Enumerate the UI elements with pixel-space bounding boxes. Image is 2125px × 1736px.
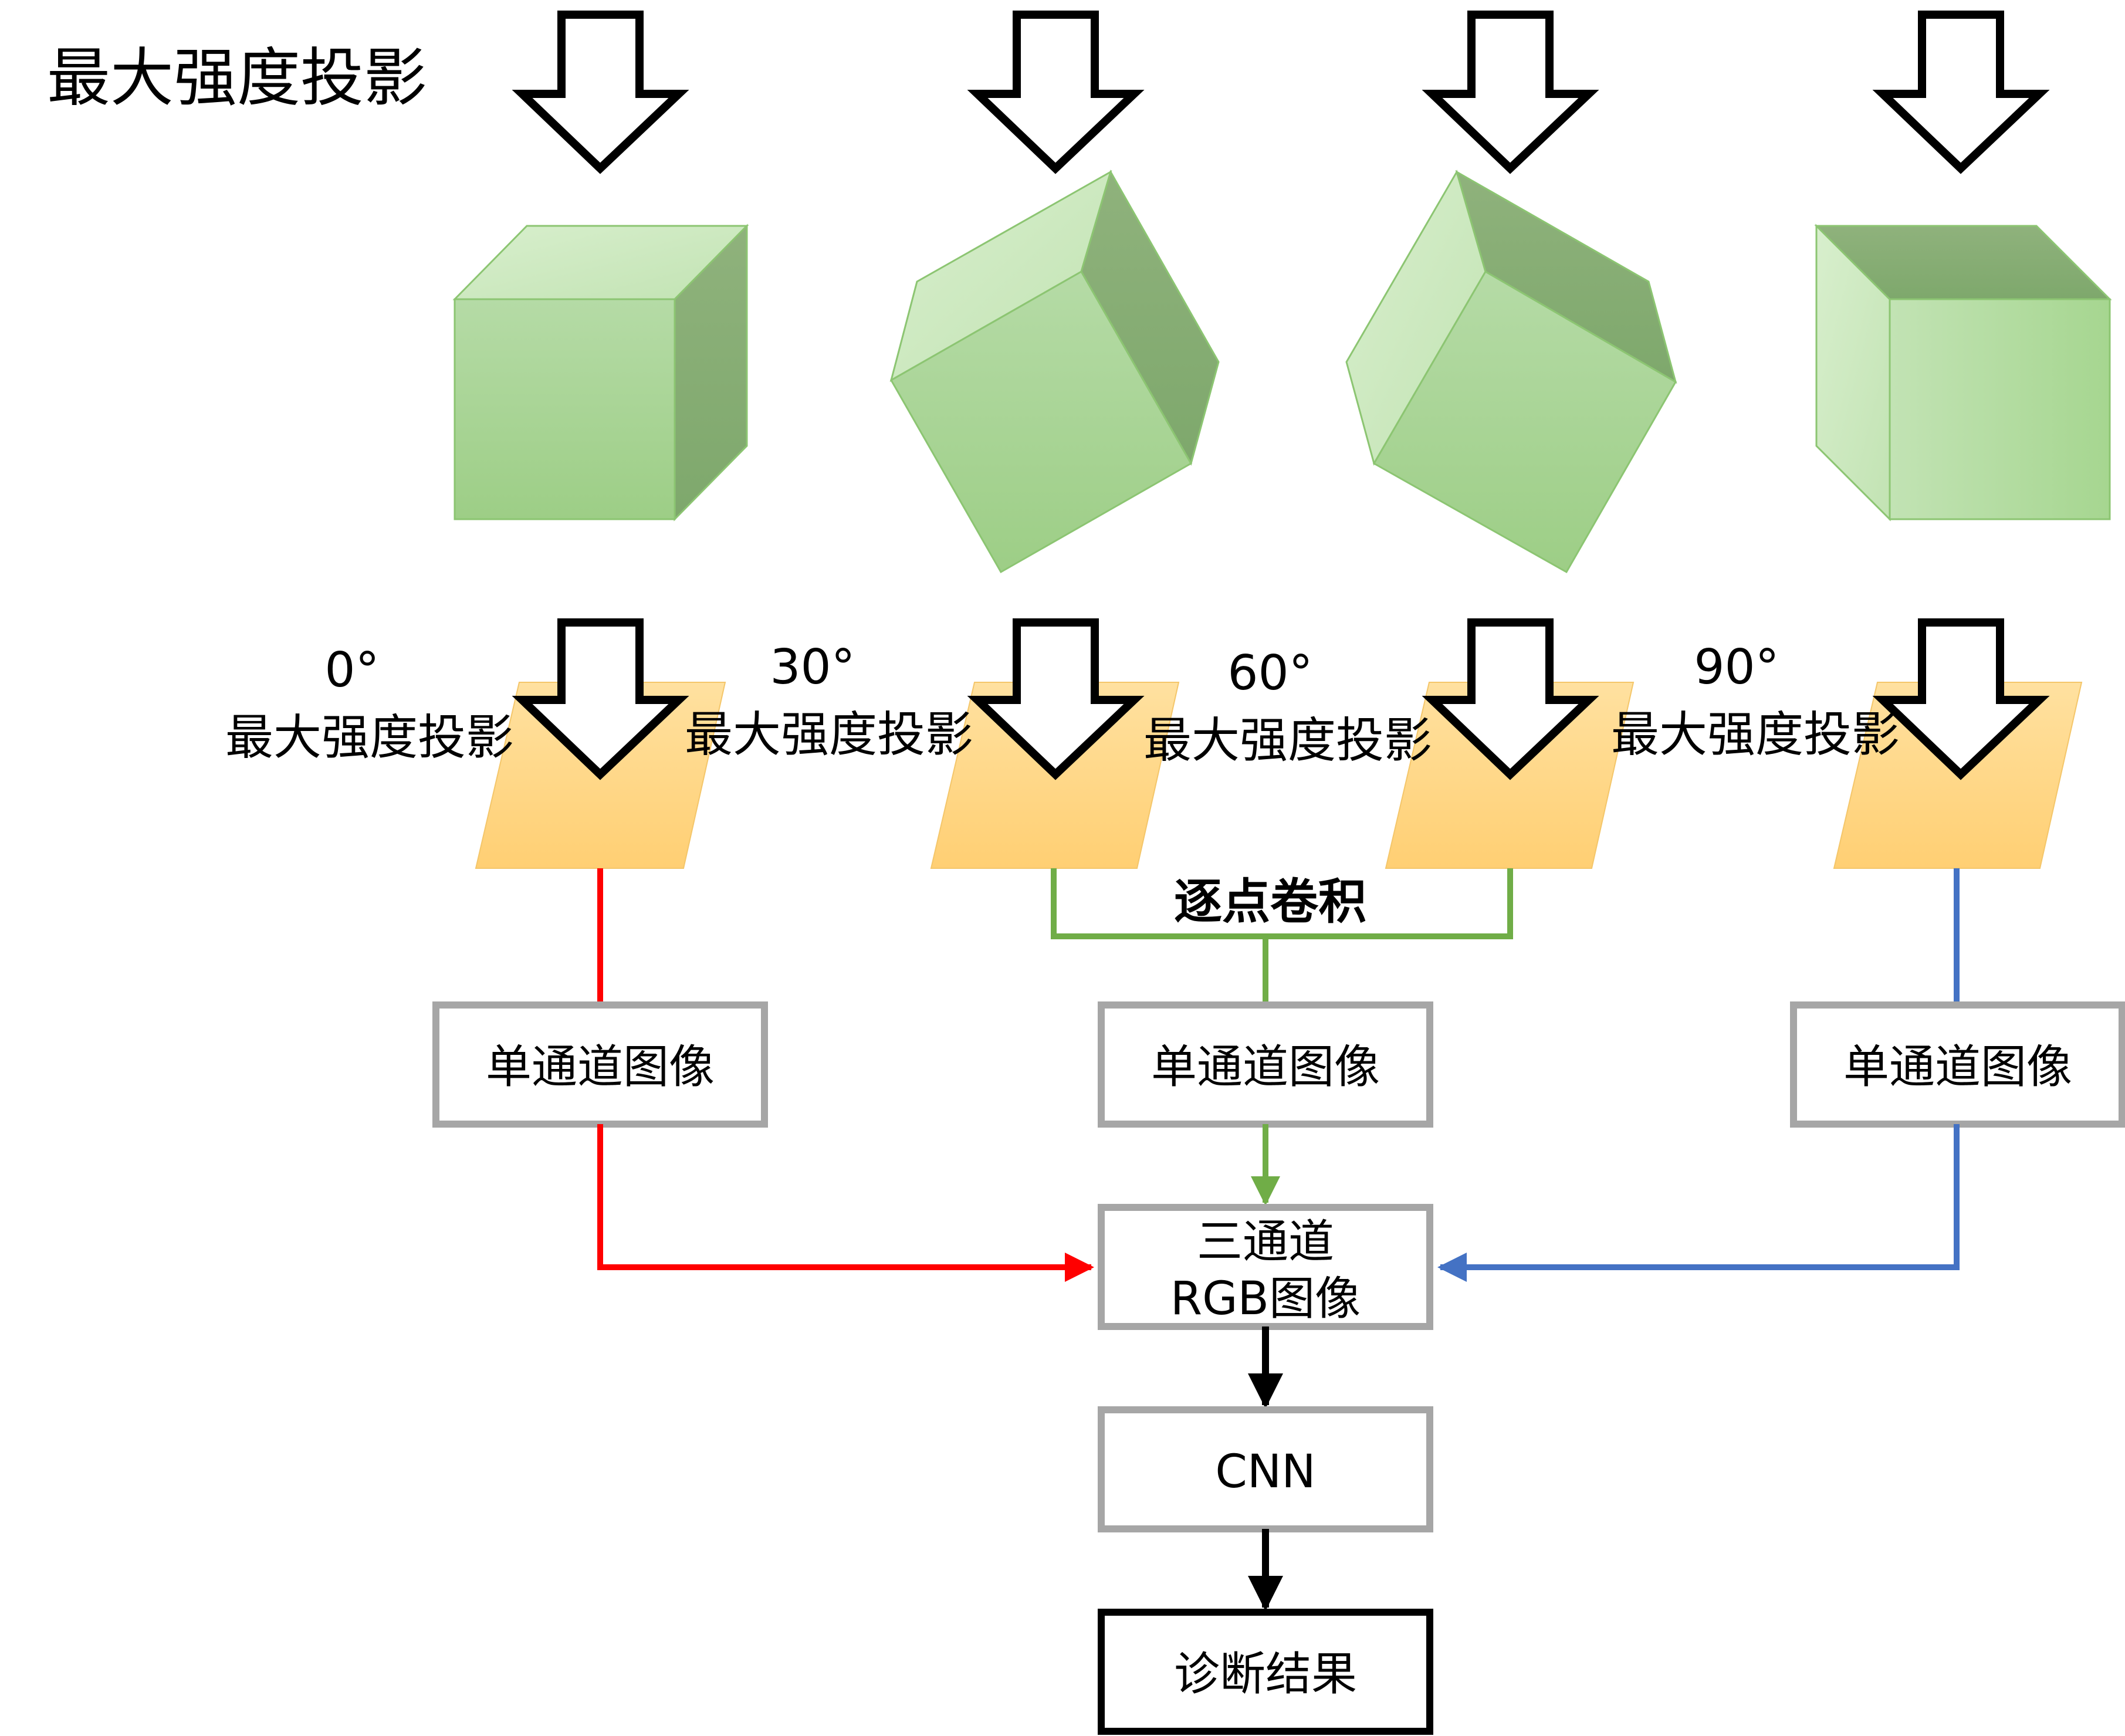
- title-text: 最大强度投影: [47, 42, 427, 115]
- cube-30-deg: [889, 170, 1220, 574]
- projection-arrow-mid-1: [512, 618, 689, 780]
- projection-arrow-top-3: [1422, 11, 1599, 174]
- angle-label-60: 60°: [1227, 645, 1312, 701]
- green-connector-merge: [1051, 868, 1513, 939]
- single-channel-box-center: [1098, 1001, 1433, 1128]
- single-channel-label-center: 单通道图像: [1151, 1041, 1380, 1094]
- projection-label-60: 最大强度投影: [1143, 713, 1432, 769]
- cnn-label: CNN: [1215, 1446, 1315, 1498]
- single-channel-label-right: 单通道图像: [1843, 1041, 2072, 1094]
- projection-arrow-top-1: [512, 11, 689, 174]
- diagnosis-result-label: 诊断结果: [1174, 1648, 1357, 1701]
- projection-arrow-top-4: [1872, 11, 2050, 174]
- angle-label-90: 90°: [1694, 639, 1779, 695]
- angle-label-0: 0°: [324, 642, 379, 698]
- pointwise-conv-label: 逐点卷积: [1174, 874, 1366, 930]
- blue-arrow-to-rgb: [1437, 1124, 1960, 1282]
- projection-label-90: 最大强度投影: [1611, 707, 1900, 763]
- projection-label-0: 最大强度投影: [225, 710, 514, 766]
- cube-60-deg: [1345, 170, 1677, 574]
- cube-90-deg: [1814, 224, 2112, 522]
- rgb-box-line2: RGB图像: [1170, 1273, 1361, 1325]
- diagnosis-result-box: [1098, 1609, 1433, 1735]
- projection-arrow-top-2: [967, 11, 1145, 174]
- single-channel-label-left: 单通道图像: [486, 1041, 715, 1094]
- projection-arrow-mid-3: [1422, 618, 1599, 780]
- projection-arrow-mid-2: [967, 618, 1145, 780]
- rgb-box-line1: 三通道: [1197, 1216, 1334, 1268]
- cube-0-deg: [452, 224, 749, 522]
- projection-arrow-mid-4: [1872, 618, 2050, 780]
- projection-label-30: 最大强度投影: [685, 707, 973, 763]
- red-arrow-to-rgb: [597, 1124, 1094, 1282]
- angle-label-30: 30°: [770, 639, 855, 695]
- single-channel-box-left: [432, 1001, 768, 1128]
